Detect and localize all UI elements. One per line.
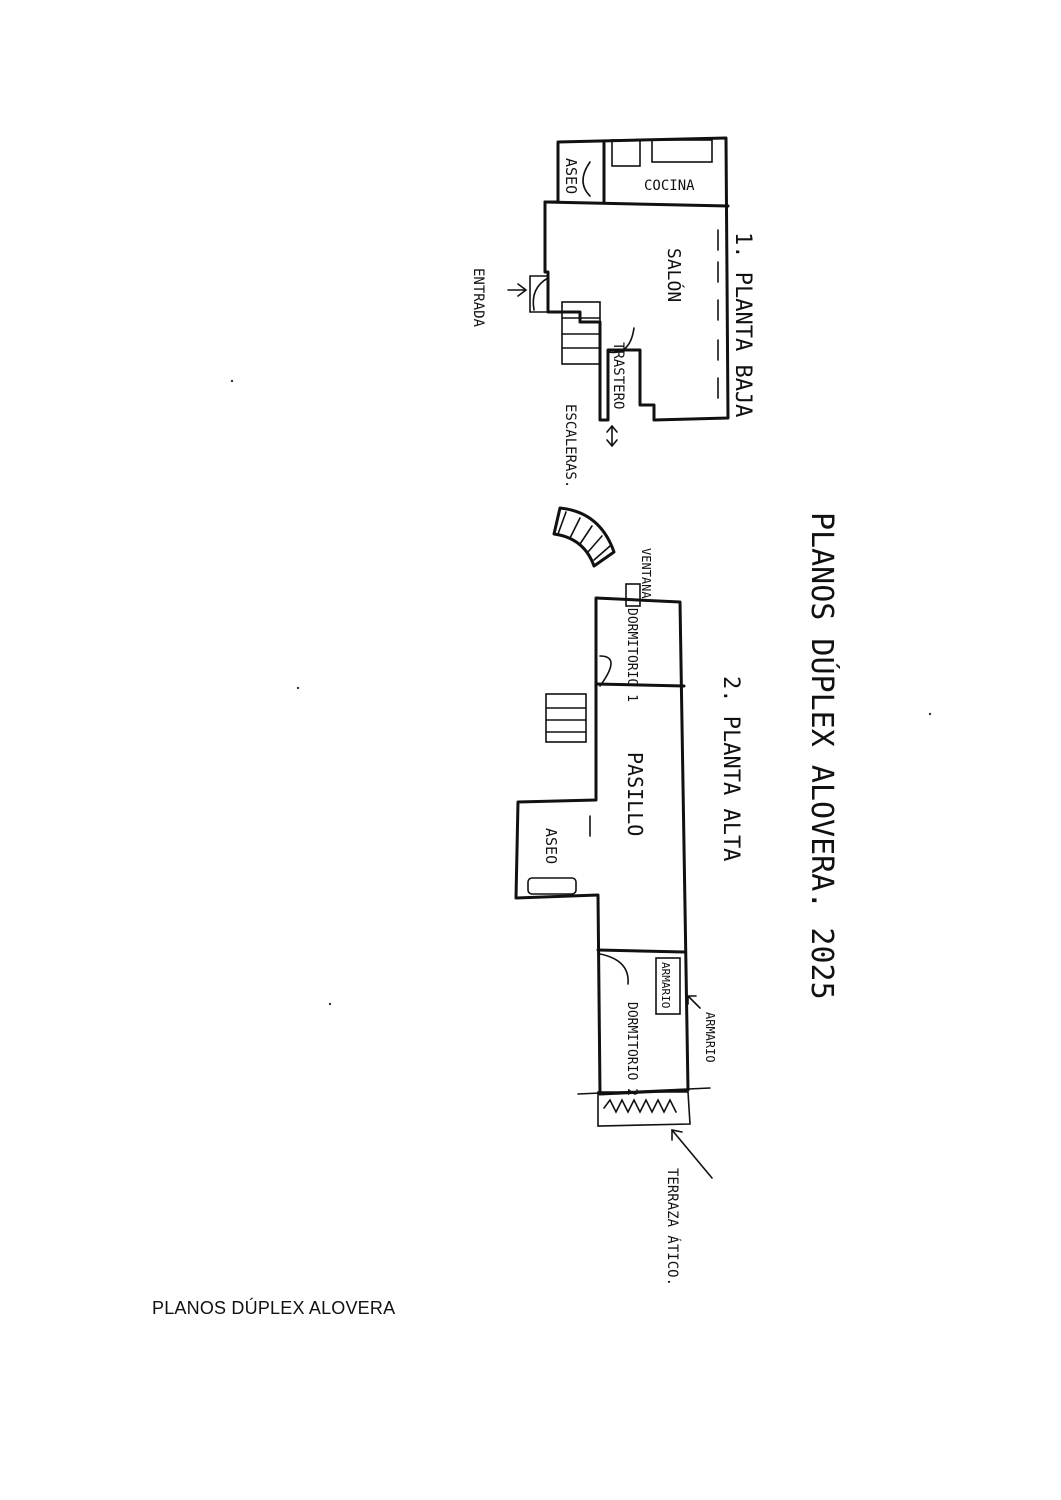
document-caption: PLANOS DÚPLEX ALOVERA xyxy=(152,1298,396,1318)
upper-floor-outline xyxy=(514,596,690,1096)
terrace-label: TERRAZA ÁTICO. xyxy=(664,1168,681,1286)
room-label-pasillo: PASILLO xyxy=(623,752,647,836)
connecting-stairs-sketch xyxy=(552,506,616,568)
ground-floor-plan: ASEO COCINA SALÓN TRASTERO ENTRADA ESCAL… xyxy=(470,136,755,488)
sketch-title: PLANOS DÚPLEX ALOVERA. 2025 xyxy=(804,512,841,1000)
entrance-arrow-icon xyxy=(507,283,528,297)
stairs-label: ESCALERAS. xyxy=(562,404,578,488)
room-label-aseo: ASEO xyxy=(562,158,580,194)
armario-callout-label: ARMARIO xyxy=(703,1012,717,1063)
entrance-label: ENTRADA xyxy=(470,268,486,328)
room-label-trastero: TRASTERO xyxy=(610,342,626,409)
room-label-cocina: COCINA xyxy=(644,178,695,194)
room-label-aseo-upper: ASEO xyxy=(542,828,560,864)
armario-arrow-icon xyxy=(687,995,701,1009)
ground-floor-outline xyxy=(543,136,730,422)
window-label: VENTANA xyxy=(639,548,653,599)
room-label-dormitorio-b: DORMITORIO 2 xyxy=(624,1002,639,1096)
upper-floor-heading: 2. PLANTA ALTA xyxy=(718,676,743,861)
upper-floor-plan: DORMITORIO 1 VENTANA PASILLO ASEO ARMARI… xyxy=(514,548,743,1286)
terrace-arrow-icon xyxy=(671,1129,713,1179)
stairs-arrow-icon xyxy=(606,424,618,448)
ground-floor-heading: 1. PLANTA BAJA xyxy=(730,232,755,417)
room-label-dormitorio-a: DORMITORIO 1 xyxy=(624,608,639,702)
room-label-salon: SALÓN xyxy=(663,248,685,302)
room-label-armario: ARMARIO xyxy=(659,962,672,1008)
